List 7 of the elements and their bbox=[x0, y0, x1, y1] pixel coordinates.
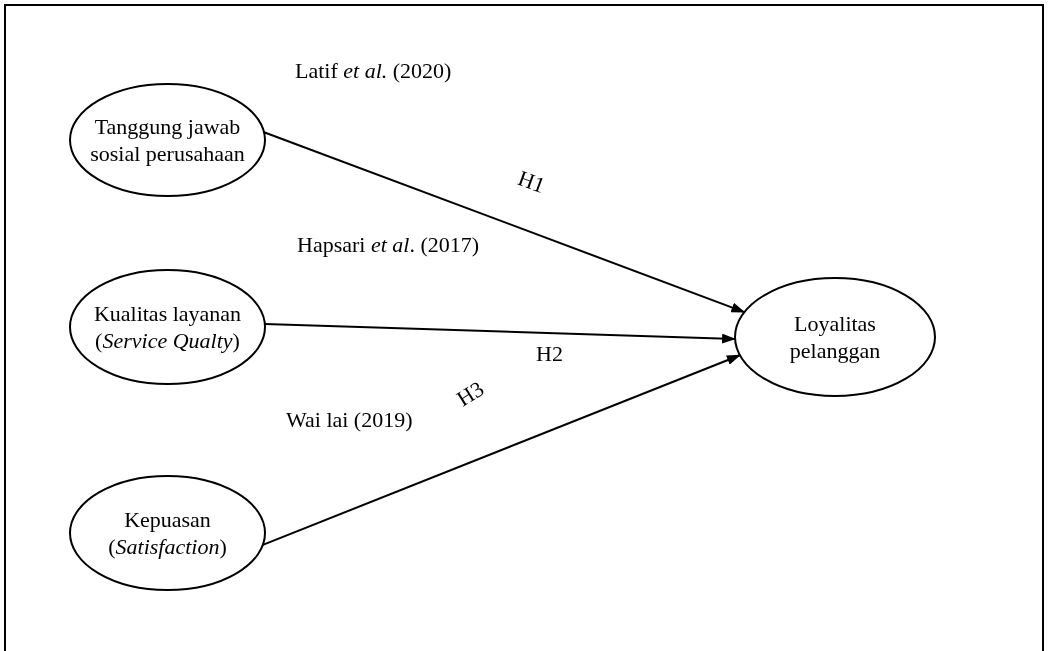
node-label: Kualitas layanan (Service Qualty) bbox=[92, 300, 243, 354]
node-label: Kepuasan (Satisfaction) bbox=[107, 506, 228, 560]
citation-label: Wai lai (2019) bbox=[286, 407, 413, 433]
citation-label: Hapsari et al. (2017) bbox=[297, 232, 480, 258]
node-label: Tanggung jawab sosial perusahaan bbox=[89, 113, 246, 167]
node-label: Loyalitas pelanggan bbox=[788, 310, 882, 364]
citation-label: Latif et al. (2020) bbox=[295, 58, 452, 84]
